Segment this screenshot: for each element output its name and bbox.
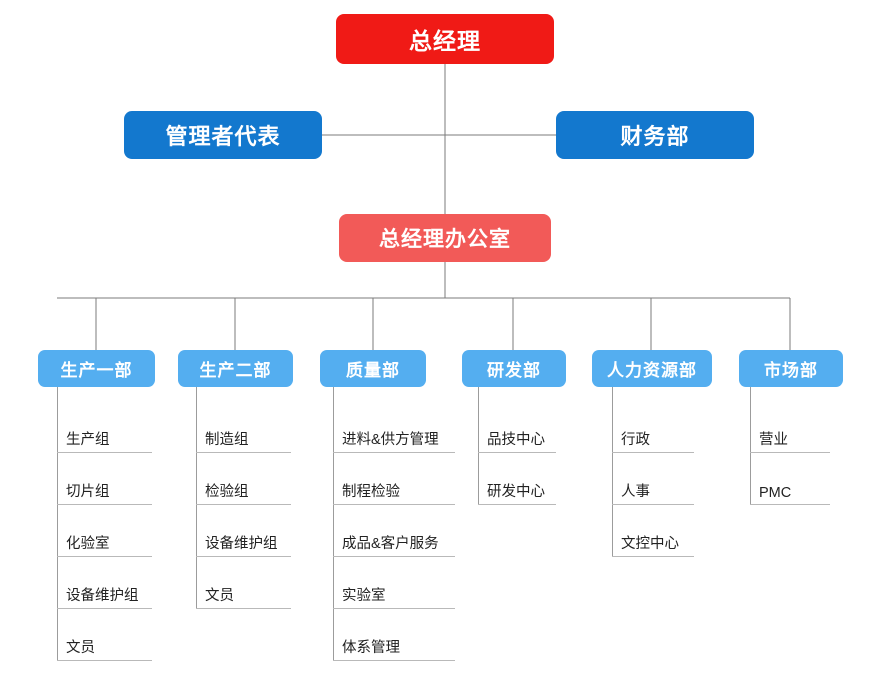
node-department-label: 质量部 bbox=[346, 361, 400, 380]
leaf-item-label: 文员 bbox=[66, 640, 95, 656]
leaf-item-label: 成品&客户服务 bbox=[342, 536, 439, 552]
leaf-item[interactable]: 实验室 bbox=[333, 569, 455, 609]
leaf-item-label: 品技中心 bbox=[487, 432, 545, 448]
leaf-item-label: 化验室 bbox=[66, 536, 110, 552]
leaf-item-label: 进料&供方管理 bbox=[342, 432, 439, 448]
node-gm-office-label: 总经理办公室 bbox=[379, 228, 511, 251]
leaf-item-label: 文员 bbox=[205, 588, 234, 604]
leaf-spine-3 bbox=[333, 387, 334, 661]
leaf-item[interactable]: 人事 bbox=[612, 465, 694, 505]
leaf-item-label: 人事 bbox=[621, 484, 650, 500]
node-finance-department[interactable]: 财务部 bbox=[556, 111, 754, 159]
node-department-6[interactable]: 市场部 bbox=[739, 350, 843, 387]
leaf-spine-5 bbox=[612, 387, 613, 557]
leaf-item[interactable]: 制造组 bbox=[196, 413, 291, 453]
leaf-item-label: PMC bbox=[759, 485, 792, 501]
leaf-item-label: 营业 bbox=[759, 432, 788, 448]
leaf-item[interactable]: 化验室 bbox=[57, 517, 152, 557]
leaf-item-label: 文控中心 bbox=[621, 536, 679, 552]
node-management-representative-label: 管理者代表 bbox=[165, 124, 281, 149]
leaf-item[interactable]: 检验组 bbox=[196, 465, 291, 505]
node-management-representative[interactable]: 管理者代表 bbox=[124, 111, 322, 159]
leaf-item[interactable]: 生产组 bbox=[57, 413, 152, 453]
leaf-item-label: 生产组 bbox=[66, 432, 110, 448]
leaf-item[interactable]: 成品&客户服务 bbox=[333, 517, 455, 557]
leaf-item[interactable]: 进料&供方管理 bbox=[333, 413, 455, 453]
leaf-item[interactable]: 文员 bbox=[57, 621, 152, 661]
leaf-item[interactable]: 设备维护组 bbox=[57, 569, 152, 609]
leaf-item[interactable]: 切片组 bbox=[57, 465, 152, 505]
node-department-label: 人力资源部 bbox=[607, 361, 697, 380]
leaf-item[interactable]: 体系管理 bbox=[333, 621, 455, 661]
node-department-2[interactable]: 生产二部 bbox=[178, 350, 293, 387]
leaf-item[interactable]: 研发中心 bbox=[478, 465, 556, 505]
leaf-item-label: 制程检验 bbox=[342, 484, 400, 500]
node-department-label: 生产一部 bbox=[60, 361, 133, 380]
node-department-5[interactable]: 人力资源部 bbox=[592, 350, 712, 387]
leaf-item[interactable]: 文员 bbox=[196, 569, 291, 609]
leaf-item-label: 切片组 bbox=[66, 484, 110, 500]
leaf-item-label: 体系管理 bbox=[342, 640, 400, 656]
node-department-4[interactable]: 研发部 bbox=[462, 350, 566, 387]
leaf-item[interactable]: 文控中心 bbox=[612, 517, 694, 557]
leaf-item-label: 设备维护组 bbox=[66, 588, 139, 604]
leaf-item-label: 研发中心 bbox=[487, 484, 545, 500]
leaf-item-label: 实验室 bbox=[342, 588, 386, 604]
leaf-item-label: 行政 bbox=[621, 432, 650, 448]
leaf-item[interactable]: 品技中心 bbox=[478, 413, 556, 453]
node-root[interactable]: 总经理 bbox=[336, 14, 554, 64]
node-root-label: 总经理 bbox=[409, 28, 481, 54]
node-department-3[interactable]: 质量部 bbox=[320, 350, 426, 387]
leaf-item[interactable]: 营业 bbox=[750, 413, 830, 453]
node-department-label: 生产二部 bbox=[199, 361, 272, 380]
leaf-spine-4 bbox=[478, 387, 479, 505]
leaf-item[interactable]: 设备维护组 bbox=[196, 517, 291, 557]
node-department-1[interactable]: 生产一部 bbox=[38, 350, 155, 387]
node-department-label: 市场部 bbox=[764, 361, 818, 380]
leaf-spine-2 bbox=[196, 387, 197, 609]
leaf-item[interactable]: 制程检验 bbox=[333, 465, 455, 505]
node-department-label: 研发部 bbox=[487, 361, 541, 380]
leaf-item[interactable]: PMC bbox=[750, 465, 830, 505]
leaf-spine-1 bbox=[57, 387, 58, 661]
leaf-item-label: 设备维护组 bbox=[205, 536, 278, 552]
node-finance-department-label: 财务部 bbox=[620, 124, 690, 149]
leaf-spine-6 bbox=[750, 387, 751, 505]
leaf-item-label: 检验组 bbox=[205, 484, 249, 500]
node-gm-office[interactable]: 总经理办公室 bbox=[339, 214, 551, 262]
leaf-item-label: 制造组 bbox=[205, 432, 249, 448]
leaf-item[interactable]: 行政 bbox=[612, 413, 694, 453]
